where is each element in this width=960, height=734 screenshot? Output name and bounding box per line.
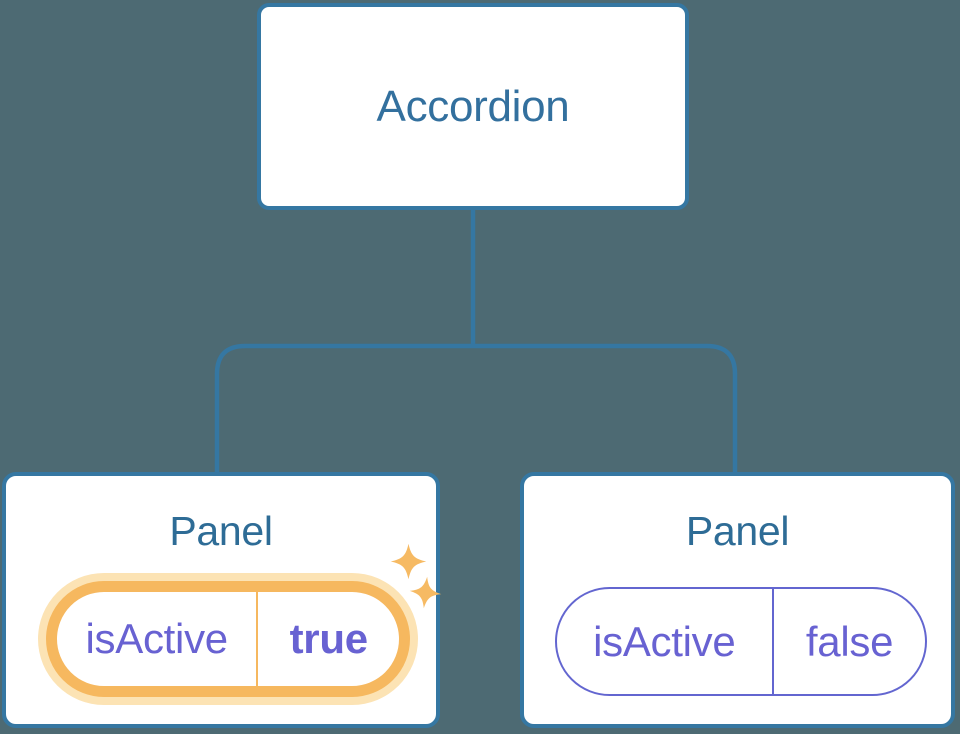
connector-branch (214, 343, 738, 472)
pill-divider (256, 592, 259, 686)
state-key-label: isActive (85, 615, 229, 662)
pill-divider (771, 589, 775, 694)
state-value-label: false (805, 617, 894, 665)
panel-title: Panel (169, 508, 273, 554)
sparkle-icon (390, 543, 427, 580)
sparkle-icon (409, 576, 442, 609)
panel-title: Panel (685, 508, 790, 554)
state-value-label: true (289, 615, 368, 662)
accordion-node-label: Accordion (376, 81, 570, 131)
state-pill-active: isActive true (46, 581, 410, 697)
panel-node-inactive: Panel isActive false (520, 472, 955, 728)
accordion-node: Accordion (257, 3, 689, 210)
panel-node-active: Panel isActive true (2, 472, 442, 728)
state-key-label: isActive (593, 617, 736, 665)
state-pill-inactive: isActive false (555, 587, 927, 696)
